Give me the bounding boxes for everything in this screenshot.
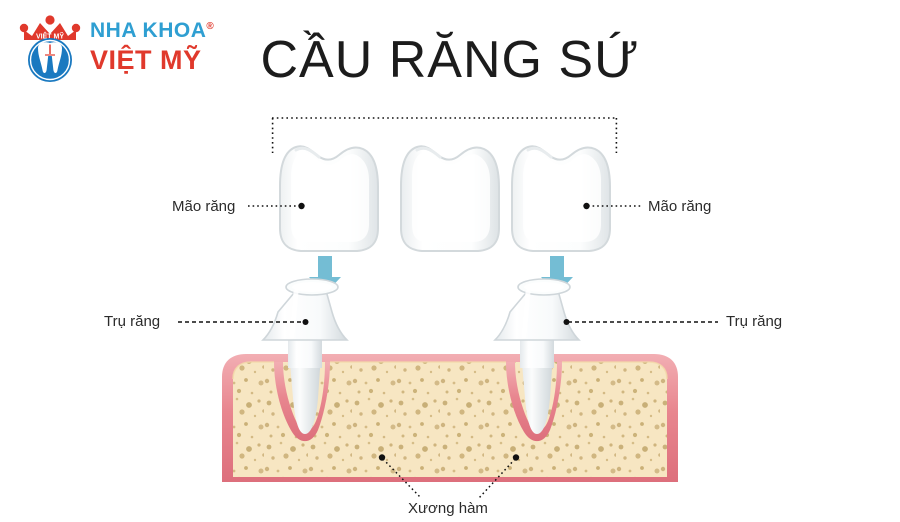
crown-right bbox=[511, 145, 611, 252]
brand-logo: VIỆT MỸ NHA KHOA® VIỆT MỸ bbox=[10, 8, 225, 88]
label-abutment-left: Trụ răng bbox=[104, 313, 161, 330]
abutment-tooth-right bbox=[493, 278, 581, 434]
abutment-tooth-left bbox=[261, 278, 349, 434]
leader-abutment-left bbox=[178, 319, 309, 325]
label-jawbone: Xương hàm bbox=[408, 500, 488, 517]
label-crown-right: Mão răng bbox=[648, 198, 712, 215]
logo-mark-icon: VIỆT MỸ bbox=[12, 10, 88, 86]
crown-left bbox=[279, 145, 379, 252]
logo-brand-line1: NHA KHOA® bbox=[90, 19, 215, 42]
registered-trademark-icon: ® bbox=[206, 21, 215, 32]
leader-jawbone bbox=[378, 454, 520, 499]
page-title: CẦU RĂNG SỨ bbox=[260, 31, 640, 89]
logo-wordmark: NHA KHOA® VIỆT MỸ bbox=[90, 14, 222, 86]
svg-text:VIỆT MỸ: VIỆT MỸ bbox=[36, 32, 64, 41]
label-crown-left: Mão răng bbox=[172, 198, 236, 215]
crown-middle-pontic bbox=[400, 145, 500, 252]
logo-brand-line2: VIỆT MỸ bbox=[90, 45, 202, 75]
jawbone-cross-section bbox=[222, 354, 678, 482]
leader-crown-right bbox=[583, 202, 642, 210]
leader-crown-left bbox=[248, 202, 305, 210]
porcelain-bridge-crowns bbox=[279, 145, 611, 252]
bridge-span-bracket bbox=[271, 117, 618, 153]
label-abutment-right: Trụ răng bbox=[726, 313, 783, 330]
leader-abutment-right bbox=[563, 319, 718, 325]
